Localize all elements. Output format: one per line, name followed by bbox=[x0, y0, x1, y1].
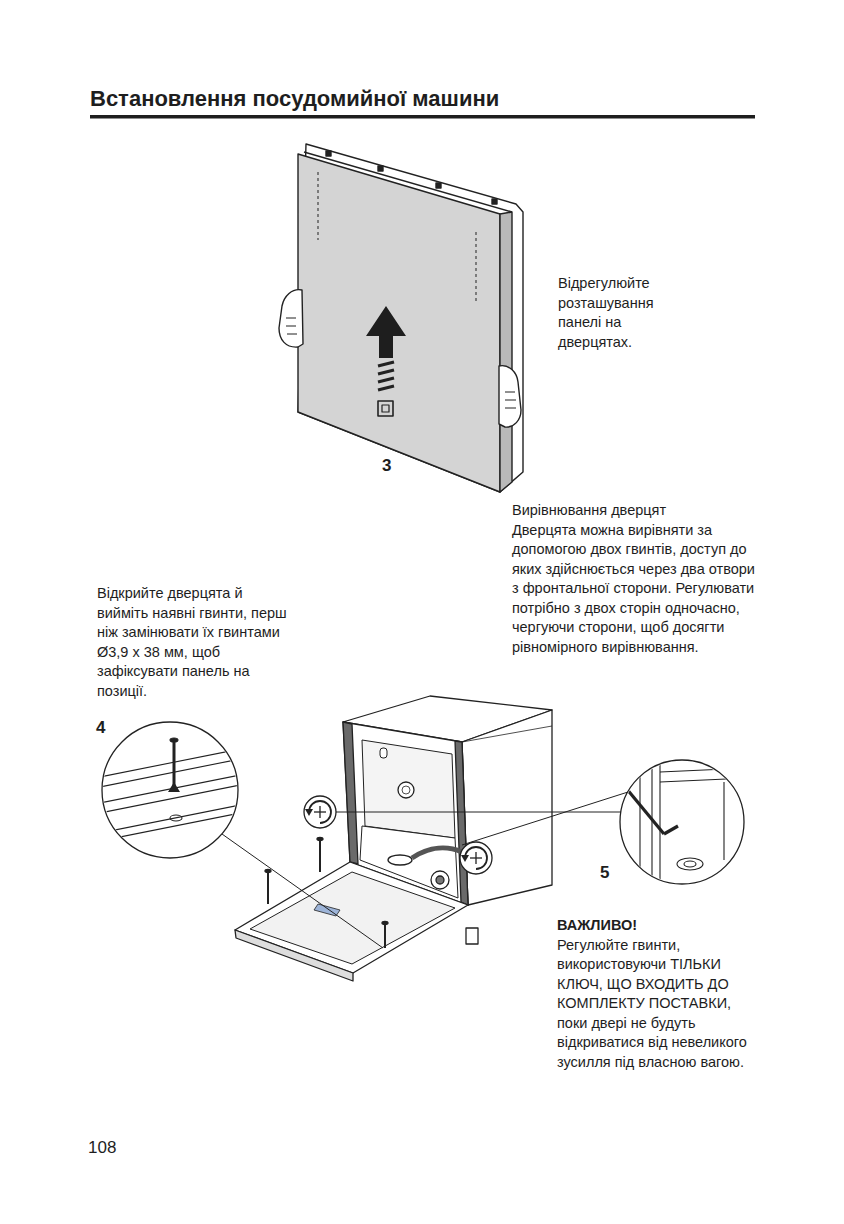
rotate-icon bbox=[305, 809, 313, 816]
door-panel-figure bbox=[298, 154, 500, 492]
rotate-icon bbox=[460, 842, 492, 874]
detail-circle bbox=[651, 755, 652, 890]
door-panel-figure bbox=[378, 378, 394, 382]
detail-circle bbox=[95, 784, 245, 814]
detail-circle bbox=[677, 858, 703, 870]
callout-number: 5 bbox=[600, 863, 620, 883]
detail-circle bbox=[660, 778, 750, 782]
rotate-icon bbox=[304, 796, 492, 874]
dishwasher-figure bbox=[265, 870, 271, 873]
detail-circle bbox=[620, 760, 744, 884]
instruction-note: Відкрийте дверцята й вийміть наявні гвин… bbox=[97, 584, 293, 701]
dishwasher-figure bbox=[319, 840, 321, 872]
door-panel-figure bbox=[382, 405, 389, 412]
door-panel-figure bbox=[279, 144, 523, 492]
detail-circle bbox=[168, 782, 180, 792]
door-panel-figure bbox=[378, 370, 394, 374]
dishwasher-figure bbox=[384, 924, 386, 948]
rotate-icon bbox=[304, 796, 336, 828]
detail-circle bbox=[659, 755, 660, 890]
dishwasher-figure bbox=[343, 722, 358, 864]
door-panel-figure bbox=[279, 290, 303, 347]
dishwasher-figure bbox=[402, 786, 410, 794]
dishwasher-figure bbox=[462, 726, 552, 742]
rotate-icon bbox=[470, 857, 482, 858]
detail-circle bbox=[664, 826, 678, 834]
detail-circle bbox=[95, 758, 245, 788]
detail-circle bbox=[626, 788, 664, 834]
dishwasher-figure bbox=[380, 748, 387, 758]
callout-number: 4 bbox=[96, 718, 120, 738]
dishwasher-figure bbox=[431, 871, 449, 889]
title-rule bbox=[90, 115, 755, 119]
page-title: Встановлення посудомийної машини bbox=[90, 86, 499, 112]
dishwasher-figure bbox=[250, 872, 455, 964]
dishwasher-figure bbox=[466, 928, 478, 944]
detail-circle bbox=[95, 804, 245, 834]
rotate-icon bbox=[465, 847, 487, 869]
door-panel-figure bbox=[492, 199, 497, 204]
door-panel-figure bbox=[500, 212, 512, 492]
door-panel-figure bbox=[378, 166, 383, 171]
detail-circle bbox=[95, 738, 245, 842]
dishwasher-figure bbox=[362, 740, 455, 838]
figure-number: 3 bbox=[382, 456, 412, 476]
warning-heading: ВАЖЛИВО! bbox=[557, 916, 757, 936]
door-panel-figure bbox=[286, 318, 297, 334]
detail-circle bbox=[95, 812, 245, 842]
detail-circle bbox=[626, 755, 750, 890]
warning-text: Регулюйте гвинти, використовуючи ТІЛЬКИ … bbox=[557, 936, 762, 1073]
door-panel-figure bbox=[366, 306, 406, 358]
instruction-note: Дверцята можна вирівняти за допомогою дв… bbox=[512, 521, 762, 658]
section-heading: Вирівнювання дверцят bbox=[512, 501, 762, 521]
dishwasher-figure bbox=[317, 838, 323, 841]
rotate-icon bbox=[314, 811, 326, 812]
door-panel-figure bbox=[499, 366, 521, 427]
door-panel-figure bbox=[378, 386, 394, 390]
detail-circle bbox=[170, 815, 182, 821]
detail-circle bbox=[95, 722, 245, 858]
door-panel-figure bbox=[378, 362, 394, 366]
door-panel-figure bbox=[298, 144, 523, 492]
detail-circle bbox=[684, 861, 696, 867]
dishwasher-figure bbox=[235, 862, 468, 973]
instruction-note: Відрегулюйте розташування панелі на двер… bbox=[558, 274, 680, 352]
detail-circle bbox=[170, 738, 178, 742]
leader-line bbox=[336, 812, 621, 813]
door-panel-figure bbox=[318, 172, 319, 240]
door-panel-figure bbox=[378, 401, 393, 416]
detail-circle bbox=[639, 755, 640, 890]
dishwasher-figure bbox=[398, 782, 414, 798]
rotate-icon bbox=[461, 855, 469, 862]
dishwasher-figure bbox=[462, 710, 552, 905]
page-number: 108 bbox=[88, 1138, 148, 1158]
door-panel-figure bbox=[436, 183, 441, 188]
door-panel-figure bbox=[505, 392, 516, 408]
dishwasher-figure bbox=[388, 855, 412, 865]
leader-line bbox=[462, 792, 628, 845]
dishwasher-figure bbox=[382, 922, 388, 925]
detail-circle bbox=[620, 755, 750, 890]
dishwasher-figure bbox=[436, 876, 444, 884]
dishwasher-figure bbox=[235, 696, 552, 981]
rotate-icon bbox=[309, 801, 331, 823]
dishwasher-figure bbox=[412, 848, 462, 858]
detail-circle bbox=[723, 782, 724, 860]
dishwasher-figure bbox=[267, 872, 269, 904]
leader-line bbox=[222, 834, 383, 948]
door-panel-figure bbox=[476, 232, 477, 302]
door-panel-figure bbox=[326, 151, 331, 156]
detail-circle bbox=[660, 768, 750, 772]
